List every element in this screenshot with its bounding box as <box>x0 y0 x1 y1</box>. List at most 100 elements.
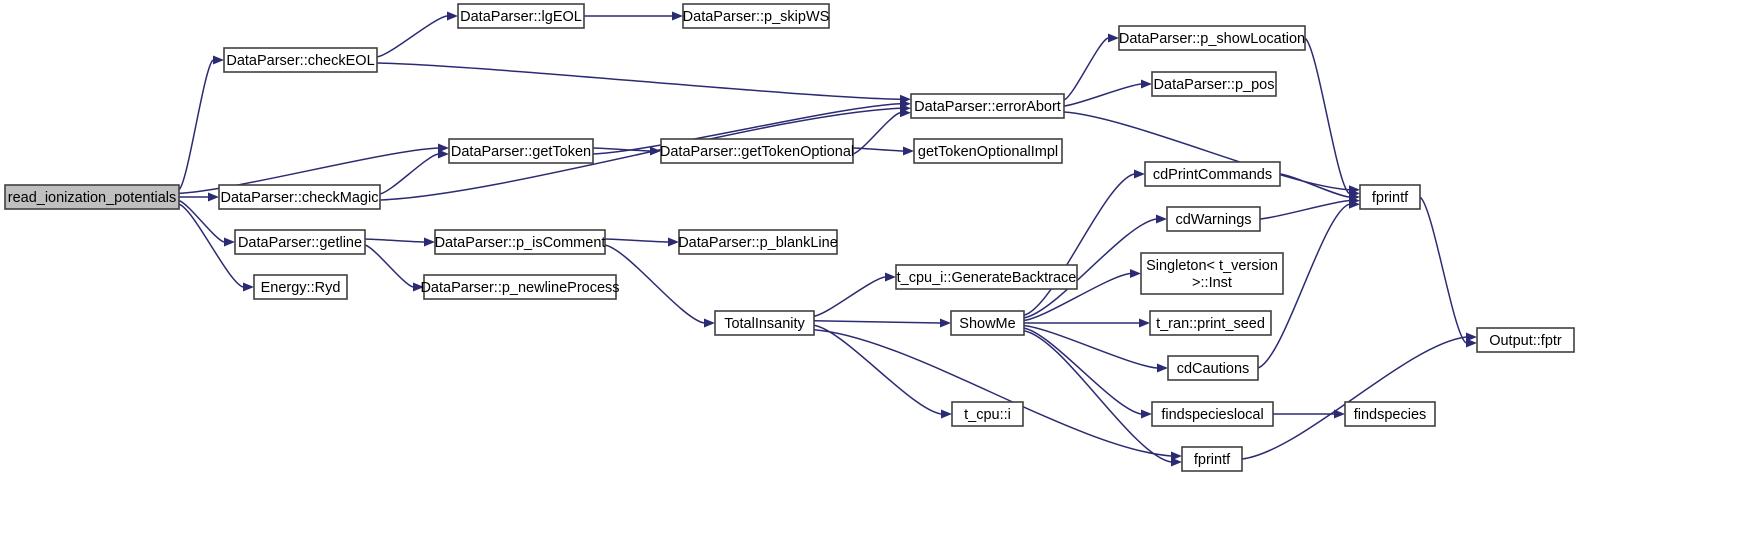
node-checkeol[interactable]: DataParser::checkEOL <box>223 47 378 73</box>
arrowhead-icon <box>1466 332 1477 342</box>
node-energy-ryd[interactable]: Energy::Ryd <box>253 274 348 300</box>
edge-p-iscomment-to-p-blankline <box>604 238 669 243</box>
node-box[interactable] <box>4 184 180 210</box>
node-box[interactable] <box>1140 252 1284 295</box>
node-cdprintcommands[interactable]: cdPrintCommands <box>1144 161 1281 187</box>
node-findspecies[interactable]: findspecies <box>1344 401 1436 427</box>
node-box[interactable] <box>218 184 381 210</box>
node-label: fprintf <box>1194 452 1231 468</box>
node-box[interactable] <box>1359 184 1421 210</box>
arrowhead-icon <box>1171 451 1182 461</box>
node-label: t_cpu::i <box>964 407 1011 423</box>
node-box[interactable] <box>1151 401 1274 427</box>
node-getline[interactable]: DataParser::getline <box>234 229 366 255</box>
node-p-showlocation[interactable]: DataParser::p_showLocation <box>1118 25 1306 51</box>
node-showme[interactable]: ShowMe <box>950 310 1025 336</box>
node-label: DataParser::p_showLocation <box>1119 31 1305 47</box>
edge-errorabort-to-p-showlocation <box>1063 37 1109 101</box>
arrowhead-icon <box>672 11 683 21</box>
node-box[interactable] <box>1151 71 1277 97</box>
node-box[interactable] <box>223 47 378 73</box>
node-t-ran-print-seed[interactable]: t_ran::print_seed <box>1149 310 1272 336</box>
node-checkmagic[interactable]: DataParser::checkMagic <box>218 184 381 210</box>
node-box[interactable] <box>682 3 830 29</box>
node-box[interactable] <box>910 93 1065 119</box>
node-generatebacktrace[interactable]: t_cpu_i::GenerateBacktrace <box>895 264 1078 290</box>
edge-showme-to-cdcautions <box>1023 324 1158 369</box>
node-label: DataParser::p_skipWS <box>683 9 830 25</box>
arrowhead-icon <box>1134 169 1145 179</box>
node-box[interactable] <box>913 138 1063 164</box>
node-p-iscomment[interactable]: DataParser::p_isComment <box>434 229 606 255</box>
node-box[interactable] <box>1344 401 1436 427</box>
node-totalinsanity[interactable]: TotalInsanity <box>714 310 815 336</box>
node-gettokenoptionalimpl[interactable]: getTokenOptionalImpl <box>913 138 1063 164</box>
node-box[interactable] <box>1118 25 1306 51</box>
node-box[interactable] <box>1166 206 1261 232</box>
node-box[interactable] <box>1149 310 1272 336</box>
edge-errorabort-to-fprintf-top <box>1063 111 1350 191</box>
node-box[interactable] <box>1181 446 1243 472</box>
node-p-skipws[interactable]: DataParser::p_skipWS <box>682 3 830 29</box>
arrowhead-icon <box>1141 79 1152 89</box>
arrowhead-icon <box>885 272 896 282</box>
node-read-ionization-potentials[interactable]: read_ionization_potentials <box>4 184 180 210</box>
arrowhead-icon <box>424 237 435 247</box>
node-errorabort[interactable]: DataParser::errorAbort <box>910 93 1065 119</box>
node-label: DataParser::getTokenOptional <box>660 144 854 160</box>
node-label: findspecieslocal <box>1161 407 1263 423</box>
node-fprintf-bottom[interactable]: fprintf <box>1181 446 1243 472</box>
node-p-newlineprocess[interactable]: DataParser::p_newlineProcess <box>420 274 620 300</box>
arrowhead-icon <box>413 282 424 292</box>
node-box[interactable] <box>234 229 366 255</box>
node-box[interactable] <box>951 401 1024 427</box>
node-output-fptr[interactable]: Output::fptr <box>1476 327 1575 353</box>
node-box[interactable] <box>253 274 348 300</box>
node-box[interactable] <box>1144 161 1281 187</box>
node-box[interactable] <box>1167 355 1259 381</box>
node-cdcautions[interactable]: cdCautions <box>1167 355 1259 381</box>
node-gettokenoptional[interactable]: DataParser::getTokenOptional <box>660 138 854 164</box>
arrowhead-icon <box>438 143 449 153</box>
edge-gettoken-to-errorabort <box>592 103 901 155</box>
node-box[interactable] <box>660 138 854 164</box>
arrowhead-icon <box>668 237 679 247</box>
edge-gettokenoptional-to-errorabort <box>852 112 901 155</box>
node-box[interactable] <box>895 264 1078 290</box>
arrowhead-icon <box>1130 269 1141 278</box>
node-label: cdCautions <box>1177 361 1250 377</box>
node-box[interactable] <box>678 229 838 255</box>
node-label: read_ionization_potentials <box>8 190 177 206</box>
node-box[interactable] <box>434 229 606 255</box>
node-label: DataParser::errorAbort <box>914 99 1061 115</box>
node-label: DataParser::p_newlineProcess <box>420 280 619 296</box>
node-box[interactable] <box>714 310 815 336</box>
node-findspecieslocal[interactable]: findspecieslocal <box>1151 401 1274 427</box>
edge-cdwarnings-to-fprintf-top <box>1259 199 1350 220</box>
node-p-blankline[interactable]: DataParser::p_blankLine <box>678 229 838 255</box>
node-lgeol[interactable]: DataParser::lgEOL <box>457 3 585 29</box>
arrowhead-icon <box>1334 409 1345 419</box>
node-gettoken[interactable]: DataParser::getToken <box>448 138 594 164</box>
node-fprintf-top[interactable]: fprintf <box>1359 184 1421 210</box>
node-t-cpu-i[interactable]: t_cpu::i <box>951 401 1024 427</box>
node-cdwarnings[interactable]: cdWarnings <box>1166 206 1261 232</box>
node-box[interactable] <box>423 274 617 300</box>
node-box[interactable] <box>457 3 585 29</box>
arrowhead-icon <box>940 318 951 328</box>
node-box[interactable] <box>950 310 1025 336</box>
edge-getline-to-p-newlineprocess <box>364 244 414 288</box>
edge-showme-to-cdwarnings <box>1023 218 1157 319</box>
node-label: t_cpu_i::GenerateBacktrace <box>897 270 1077 286</box>
node-label: DataParser::p_isComment <box>435 235 606 251</box>
node-box[interactable] <box>448 138 594 164</box>
node-box[interactable] <box>1476 327 1575 353</box>
edge-read-ionization-potentials-to-gettoken <box>178 147 439 195</box>
node-label: Output::fptr <box>1489 333 1562 349</box>
node-label: DataParser::p_blankLine <box>678 235 838 251</box>
edge-totalinsanity-to-fprintf-bottom <box>813 329 1172 457</box>
node-p-pos[interactable]: DataParser::p_pos <box>1151 71 1277 97</box>
node-label: getTokenOptionalImpl <box>918 144 1058 160</box>
node-singleton-inst[interactable]: Singleton< t_version>::Inst <box>1140 252 1284 295</box>
